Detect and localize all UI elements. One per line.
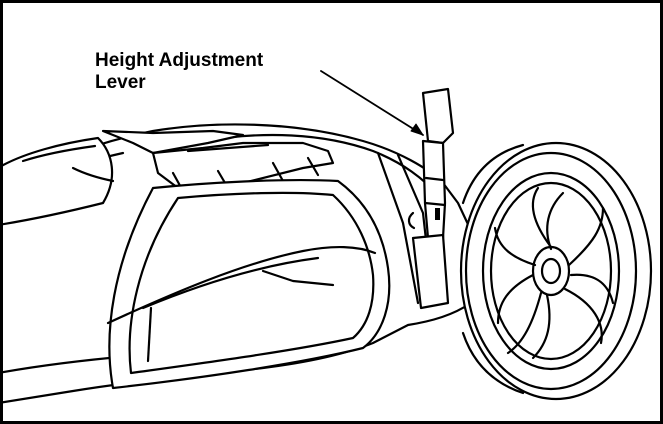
callout-leader [320, 70, 424, 136]
callout-label-line-1: Height Adjustment [95, 50, 264, 71]
handle-bracket [101, 129, 335, 193]
grass-bag-opening [3, 136, 115, 226]
callout-label: Height Adjustment Lever [95, 50, 263, 94]
callout-label-line-2: Lever [95, 72, 146, 93]
height-adjustment-lever [407, 87, 455, 240]
rear-flap [106, 178, 391, 390]
rear-wheel [459, 141, 653, 401]
axle-bracket [411, 233, 450, 310]
mower-illustration [3, 70, 653, 404]
